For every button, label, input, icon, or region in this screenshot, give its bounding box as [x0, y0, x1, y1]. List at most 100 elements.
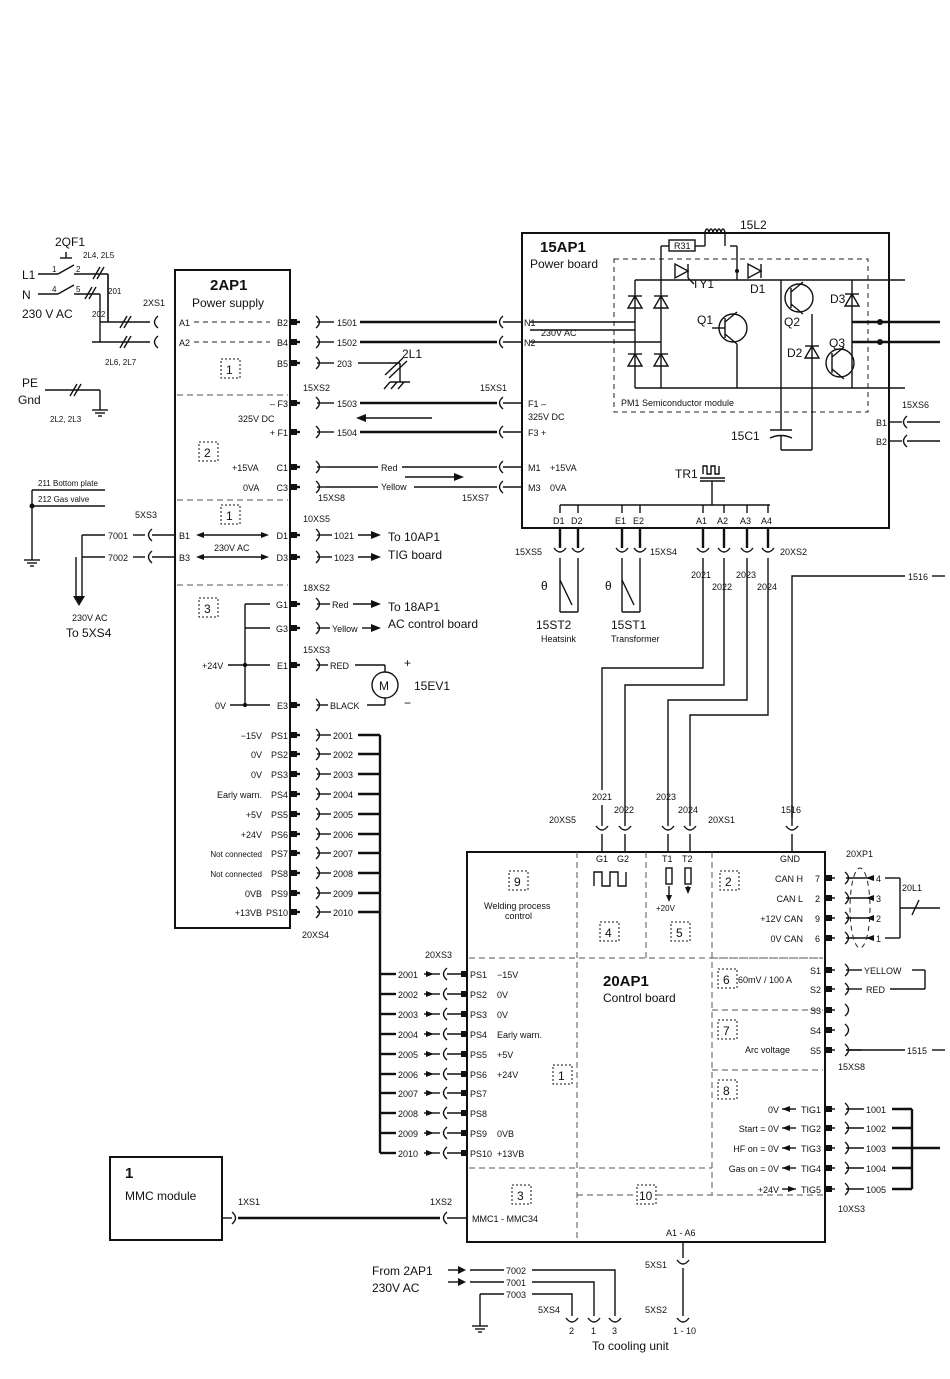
mains-input: 2QF1 L1 N 230 V AC 1 2 4 5 2L4, 2L5 201 … [18, 235, 165, 424]
connector-hook [571, 547, 585, 553]
svg-text:Welding process: Welding process [484, 901, 551, 911]
section-number: 8 [723, 1084, 730, 1098]
connector-hook [844, 1003, 850, 1017]
svg-text:+20V: +20V [656, 904, 676, 913]
s-pin: S3 [810, 1006, 821, 1016]
pe-label: PE [22, 376, 38, 390]
connector-hook [498, 480, 504, 494]
svg-text:R31: R31 [674, 241, 691, 251]
to-10ap1: To 10AP1 [388, 530, 440, 544]
svg-text:20L1: 20L1 [902, 883, 922, 893]
svg-text:1 - 10: 1 - 10 [673, 1326, 696, 1336]
ps-wire-number: 2010 [398, 1149, 418, 1159]
svg-text:1516: 1516 [781, 805, 801, 815]
ps-output-pin: C1 [276, 463, 288, 473]
ps-output-pin: B5 [277, 359, 288, 369]
mmc-module: 1 MMC module 1XS1 1XS2 [109, 1156, 467, 1241]
connector-hook [442, 967, 448, 981]
ps-wire-number: 2003 [398, 1010, 418, 1020]
ps-right-wires: 1501 1502 203 2L1 15XS2 15XS1 1503 1504 … [290, 315, 507, 940]
svg-text:Q1: Q1 [697, 313, 713, 327]
ps-wire-number: 2007 [398, 1089, 418, 1099]
svg-text:N2: N2 [524, 338, 536, 348]
svg-text:F3 +: F3 + [528, 428, 546, 438]
svg-text:B1: B1 [876, 418, 887, 428]
ps-wire-number: 2001 [398, 970, 418, 980]
section-number: 3 [517, 1189, 524, 1203]
svg-text:1: 1 [125, 1165, 133, 1182]
svg-text:Heatsink: Heatsink [541, 634, 577, 644]
svg-text:3: 3 [204, 602, 211, 616]
svg-text:15XS7: 15XS7 [462, 493, 489, 503]
svg-text:From 2AP1: From 2AP1 [372, 1264, 433, 1278]
mains-voltage: 230 V AC [22, 307, 73, 321]
svg-text:B2: B2 [876, 437, 887, 447]
connector-hook [661, 825, 675, 831]
svg-text:5XS2: 5XS2 [645, 1305, 667, 1315]
svg-text:2023: 2023 [736, 570, 756, 580]
ps-rail-label: Not connected [210, 870, 262, 879]
xp-pin: 4 [876, 874, 881, 884]
svg-text:M1: M1 [528, 463, 541, 473]
tig-wire-number: 1005 [866, 1185, 886, 1195]
power-board-title: Power board [530, 257, 598, 271]
ps-output-pin: + F1 [270, 428, 288, 438]
svg-text:20XS5: 20XS5 [549, 815, 576, 825]
connector-hook [717, 547, 731, 553]
tig-pin: TIG3 [801, 1144, 821, 1154]
connector-hook [442, 1067, 448, 1081]
xp-pin: 1 [876, 934, 881, 944]
conn-5xs3: 5XS3 [135, 510, 157, 520]
svg-text:15XS1: 15XS1 [480, 383, 507, 393]
conn-2xs1: 2XS1 [143, 298, 165, 308]
cb-ps-pin: PS3 [470, 1010, 487, 1020]
coil-2l1: 2L1 [402, 347, 422, 361]
power-supply-title: Power supply [192, 296, 264, 310]
svg-text:18XS2: 18XS2 [303, 583, 330, 593]
ps-output-pin: PS3 [271, 770, 288, 780]
ps-wire-number: 2008 [333, 869, 353, 879]
svg-text:B3: B3 [179, 553, 190, 563]
cb-ps-label: 0V [497, 1010, 508, 1020]
tig-board-label: TIG board [388, 548, 442, 562]
ps-output-pin: PS8 [271, 869, 288, 879]
svg-text:3: 3 [612, 1326, 617, 1336]
cb-ps-pin: PS8 [470, 1109, 487, 1119]
connector-hook [633, 547, 647, 553]
coil-2l6-label: 2L6, 2L7 [105, 358, 137, 367]
svg-text:7002: 7002 [506, 1266, 526, 1276]
tig-pin: TIG4 [801, 1164, 821, 1174]
ps-rail-label: Not connected [210, 850, 262, 859]
svg-text:control: control [505, 911, 532, 921]
ps-wire-number: 2002 [333, 750, 353, 760]
svg-text:2021: 2021 [592, 792, 612, 802]
svg-text:20XS1: 20XS1 [708, 815, 735, 825]
svg-text:1504: 1504 [337, 428, 357, 438]
coil-2l4-label: 2L4, 2L5 [83, 251, 115, 260]
connector-hook [498, 396, 504, 410]
svg-text:A1 - A6: A1 - A6 [666, 1228, 696, 1238]
svg-text:4: 4 [52, 285, 57, 294]
svg-text:202: 202 [92, 310, 106, 319]
svg-text:15XS8: 15XS8 [318, 493, 345, 503]
s-pin: S1 [810, 966, 821, 976]
connector-hook [498, 425, 504, 439]
cb-ps-label: 0VB [497, 1129, 514, 1139]
n-label: N [22, 288, 31, 302]
svg-text:GND: GND [780, 854, 801, 864]
ps-output-pin: E3 [277, 701, 288, 711]
svg-text:201: 201 [108, 287, 122, 296]
svg-text:Transformer: Transformer [611, 634, 660, 644]
pb-bottom-pin: A4 [761, 516, 772, 526]
connector-hook [696, 547, 710, 553]
svg-text:20XS2: 20XS2 [780, 547, 807, 557]
svg-text:2: 2 [76, 265, 81, 274]
svg-text:D3: D3 [830, 292, 846, 306]
pb-bottom-pin: D2 [571, 516, 583, 526]
svg-text:YELLOW: YELLOW [864, 966, 902, 976]
ps-rail-label: 0V [251, 770, 262, 780]
svg-text:T2: T2 [682, 854, 693, 864]
